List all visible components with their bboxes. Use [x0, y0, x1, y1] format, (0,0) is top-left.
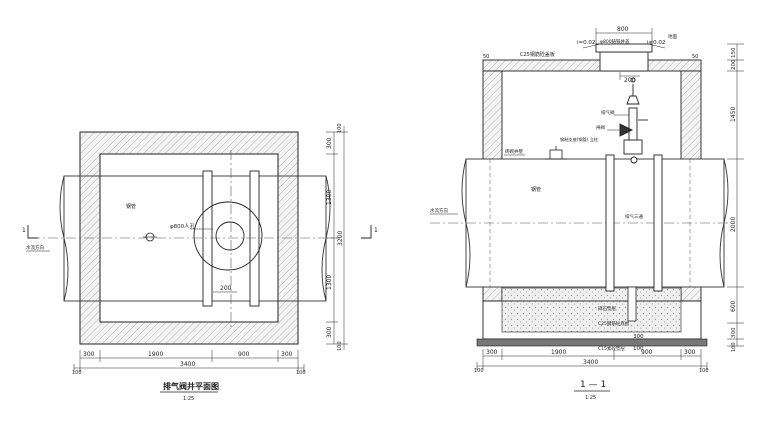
- plan-dim-200: 200: [220, 285, 232, 292]
- section-vent-support: [545, 146, 567, 160]
- section-base-label: C25钢筋砼底板: [598, 320, 630, 327]
- plan-pipe-break-left: [59, 175, 69, 302]
- section-ground-label: 地面: [668, 33, 677, 40]
- section-support-label: 钢制支座(钢管) 立柱: [560, 136, 599, 143]
- section-dim-1900: 1900: [551, 349, 566, 356]
- plan-dim-900: 900: [238, 351, 250, 358]
- section-bottom-dim: 100: [633, 346, 644, 352]
- section-dim-50-right: 50: [692, 54, 698, 60]
- section-dim-r-100: 100: [731, 342, 737, 352]
- section-slab-label: C25钢筋砼盖板: [520, 51, 555, 58]
- plan-dim-r-ext-bot: 100: [337, 341, 343, 351]
- plan-pipe-label: 钢管: [126, 203, 136, 210]
- plan-dim-total: 3400: [180, 361, 195, 368]
- section-flange-right: [653, 154, 663, 292]
- section-dim-r-600: 600: [730, 300, 737, 312]
- section-slope-left: i=0.02: [577, 40, 595, 46]
- section-dim-300-l: 300: [486, 349, 498, 356]
- section-dim-ext-r: 100: [699, 368, 709, 374]
- plan-flange-right: [249, 170, 260, 307]
- section-top-slab: [482, 59, 702, 72]
- plan-dim-300-l: 300: [83, 351, 95, 358]
- section-scale: 1:25: [585, 395, 596, 401]
- plan-dims-right: [326, 126, 348, 350]
- section-tee-label: 排气三通: [625, 213, 643, 220]
- plan-dim-r-300-top: 300: [326, 137, 333, 149]
- plan-flange-left: [202, 170, 213, 307]
- section-dim-800: 800: [617, 26, 629, 33]
- section-base-dim: 300: [633, 334, 644, 340]
- plan-scale: 1:25: [183, 396, 194, 402]
- plan-dim-r-300-bot: 300: [326, 326, 333, 338]
- section-dim-900: 900: [641, 349, 653, 356]
- section-dims-right: [727, 43, 744, 347]
- section-pipe-label: 钢管: [531, 186, 541, 193]
- plan-cut-label-left: 1: [22, 227, 26, 234]
- section-dim-total: 3400: [583, 359, 598, 366]
- section-top-dims: [582, 28, 666, 80]
- section-dim-ext-l: 100: [474, 368, 484, 374]
- section-gravel-bed: [501, 287, 682, 333]
- plan-cut-label-right: 1: [374, 227, 378, 234]
- section-support-column: [627, 286, 637, 322]
- section-air-valve: [619, 77, 648, 164]
- plan-dim-r-total: 3200: [337, 231, 344, 246]
- section-dim-50-left: 50: [483, 54, 489, 60]
- plan-dim-ext-r: 100: [296, 370, 306, 376]
- section-slope-right: i=0.02: [647, 40, 665, 46]
- plan-view: 1 1 钢管 φ800人孔 水流方向 200 300 1900 900 300 …: [22, 123, 378, 402]
- section-manhole-neck: [599, 51, 649, 72]
- section-dims-bottom: [476, 349, 708, 370]
- section-bottom-pad: [476, 338, 708, 347]
- section-gravel-label: 碎石垫层: [598, 305, 616, 312]
- section-dim-200: 200: [624, 77, 636, 84]
- section-flange-left: [605, 154, 615, 292]
- section-bottom-label: C15素砼垫层: [598, 345, 625, 352]
- section-view: 800 i=0.02 φ800铸铁井盖 i=0.02 地面 C25钢筋砼盖板 5…: [430, 26, 744, 401]
- plan-dim-300-r: 300: [281, 351, 293, 358]
- section-cover-label: φ800铸铁井盖: [600, 38, 630, 45]
- plan-manhole-label: φ800人孔: [170, 222, 196, 230]
- plan-manhole-inner: [215, 221, 245, 251]
- plan-title: 排气阀井平面图: [163, 381, 219, 391]
- section-dim-r-1450: 1450: [730, 107, 737, 122]
- section-title: 1 — 1: [580, 380, 606, 390]
- plan-dim-r-ext-top: 100: [337, 123, 343, 133]
- section-gate-label: 闸阀: [596, 124, 605, 131]
- section-dim-r-200: 200: [731, 59, 737, 70]
- section-dim-r-150: 150: [731, 47, 737, 58]
- plan-cut-mark-left: [27, 225, 38, 239]
- plan-dim-r-1300-b: 1300: [326, 275, 333, 290]
- section-valve-label: 排气阀: [601, 109, 615, 116]
- section-manhole-cover: [595, 43, 653, 53]
- plan-dim-r-1300-a: 1300: [326, 190, 333, 205]
- section-dim-r-2000: 2000: [730, 217, 737, 232]
- plan-dims-bottom: [73, 350, 305, 372]
- plan-manhole-outer: [193, 201, 263, 271]
- plan-flow-label: 水流方向: [26, 244, 44, 251]
- section-wall-label: 砖砌井壁: [505, 148, 523, 155]
- section-flow-label: 水流方向: [430, 207, 448, 214]
- plan-dim-1900: 1900: [148, 351, 163, 358]
- plan-dim-ext-l: 100: [72, 370, 82, 376]
- section-dim-300-r: 300: [684, 349, 696, 356]
- plan-cut-mark-right: [361, 225, 372, 239]
- section-dim-r-300: 300: [731, 327, 737, 338]
